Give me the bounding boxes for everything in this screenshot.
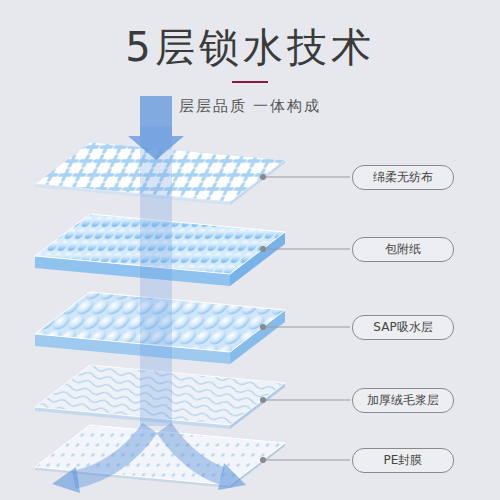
- subtitle: 层层品质 一体构成: [0, 97, 500, 116]
- layer-label-box: SAP吸水层: [352, 315, 454, 340]
- layer-label-box: 绵柔无纺布: [352, 165, 454, 190]
- layer-label-box: 包附纸: [352, 237, 454, 262]
- layer-label: 加厚绒毛浆层: [367, 393, 439, 407]
- layer-label: 包附纸: [385, 242, 421, 256]
- layer-label-box: 加厚绒毛浆层: [352, 388, 454, 413]
- layer-label: 绵柔无纺布: [373, 170, 433, 184]
- leader-dots: [260, 174, 266, 463]
- title: 5层锁水技术: [0, 20, 500, 75]
- layer-label: SAP吸水层: [373, 320, 432, 334]
- flow-arrow: [52, 96, 246, 493]
- leader-lines: [266, 177, 350, 460]
- layer-label-box: PE封膜: [352, 448, 454, 473]
- layer-label: PE封膜: [384, 453, 423, 467]
- title-underline: [232, 81, 268, 83]
